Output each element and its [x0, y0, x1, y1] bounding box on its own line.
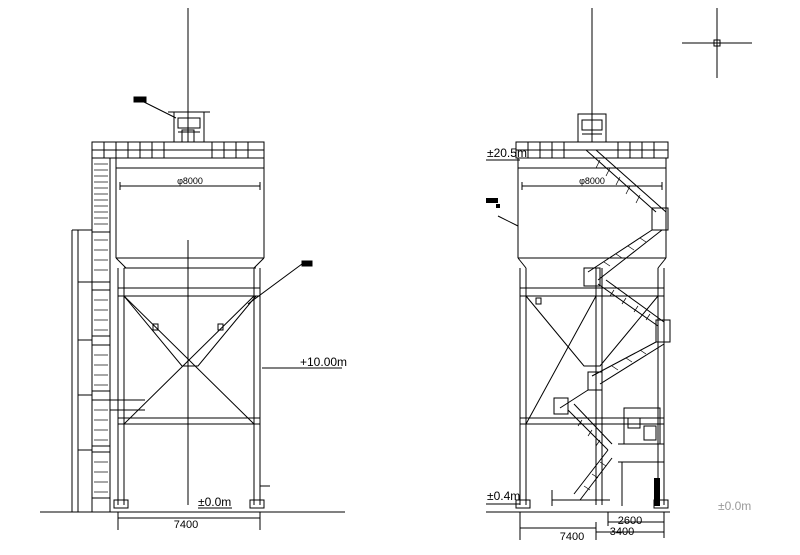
left-callout-tag — [133, 96, 147, 103]
right-diameter-label: φ8000 — [579, 176, 605, 186]
right-silo-body — [497, 158, 667, 269]
right-column-shading — [654, 478, 660, 506]
left-elevation — [40, 8, 345, 530]
crosshair-marker — [682, 8, 752, 78]
right-dimensions — [519, 512, 665, 540]
right-roof-railing — [527, 142, 655, 158]
left-roof-railing — [103, 142, 249, 158]
left-mid-level-label: +10.00m — [300, 355, 347, 369]
right-side-dim-label: 3400 — [610, 526, 634, 538]
left-stair-tower — [71, 158, 145, 512]
right-equipment-cabinet — [618, 407, 664, 506]
left-width-dimension — [117, 512, 261, 530]
right-side-callout-dot — [496, 204, 500, 208]
left-diameter-label: φ8000 — [177, 176, 203, 186]
right-support-frame — [515, 268, 669, 509]
left-top-filter-unit — [139, 99, 210, 143]
left-width-label: 7400 — [174, 519, 198, 531]
left-stair-treads — [94, 163, 108, 493]
right-top-filter-unit — [577, 113, 607, 143]
left-ground-level-label: ±0.0m — [198, 495, 231, 509]
right-top-level-label: ±20.5m — [487, 146, 527, 160]
left-side-callout-leader — [247, 263, 303, 305]
right-elevation — [486, 8, 752, 540]
left-silo-body — [115, 158, 265, 269]
right-side-callout-tag — [486, 198, 498, 203]
right-stair-dim-label: 2600 — [618, 515, 642, 527]
left-support-frame — [113, 240, 270, 509]
right-stair-treads — [577, 159, 651, 491]
left-side-callout-tag — [301, 260, 313, 267]
right-width-label: 7400 — [560, 531, 584, 543]
right-external-stair — [551, 149, 671, 506]
right-ground-level-label: ±0.4m — [487, 489, 520, 503]
right-outer-ground-label: ±0.0m — [718, 499, 751, 513]
